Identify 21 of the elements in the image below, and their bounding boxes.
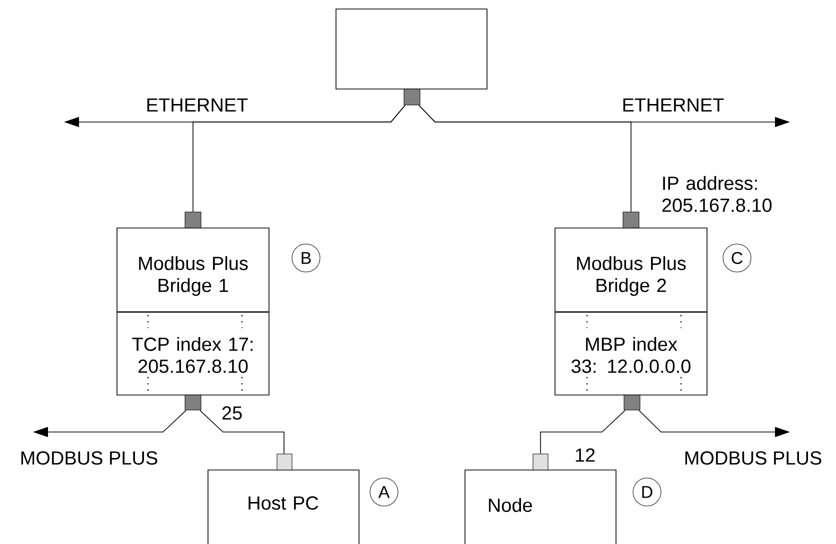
edge-label: 25 [222, 406, 242, 420]
network-line [418, 105, 632, 212]
edge-label: MODBUS PLUS [21, 451, 158, 465]
network-line [540, 410, 626, 454]
node-label: Host PC [248, 496, 318, 510]
node-label: TCP index 17: 205.167.8.10 [132, 337, 252, 373]
node-label: Modbus Plus Bridge 1 [139, 256, 248, 296]
network-line [192, 105, 406, 212]
edge-label: ETHERNET [147, 98, 248, 112]
port-connector: C [722, 244, 752, 272]
edge-label: ETHERNET [623, 98, 724, 112]
node-label: MBP index 33: 12.0.0.0.0 [572, 337, 690, 373]
edge-label: 12 [576, 448, 595, 462]
port-connector: D [632, 478, 662, 506]
node-label: Node [488, 498, 532, 512]
network-line [200, 410, 284, 454]
port-connector: B [292, 244, 320, 272]
address-note: IP address: 205.167.8.10 [662, 176, 772, 212]
edge-label: MODBUS PLUS [685, 451, 822, 465]
node-label: Modbus Plus Bridge 2 [577, 256, 686, 296]
port-connector: A [370, 478, 398, 506]
